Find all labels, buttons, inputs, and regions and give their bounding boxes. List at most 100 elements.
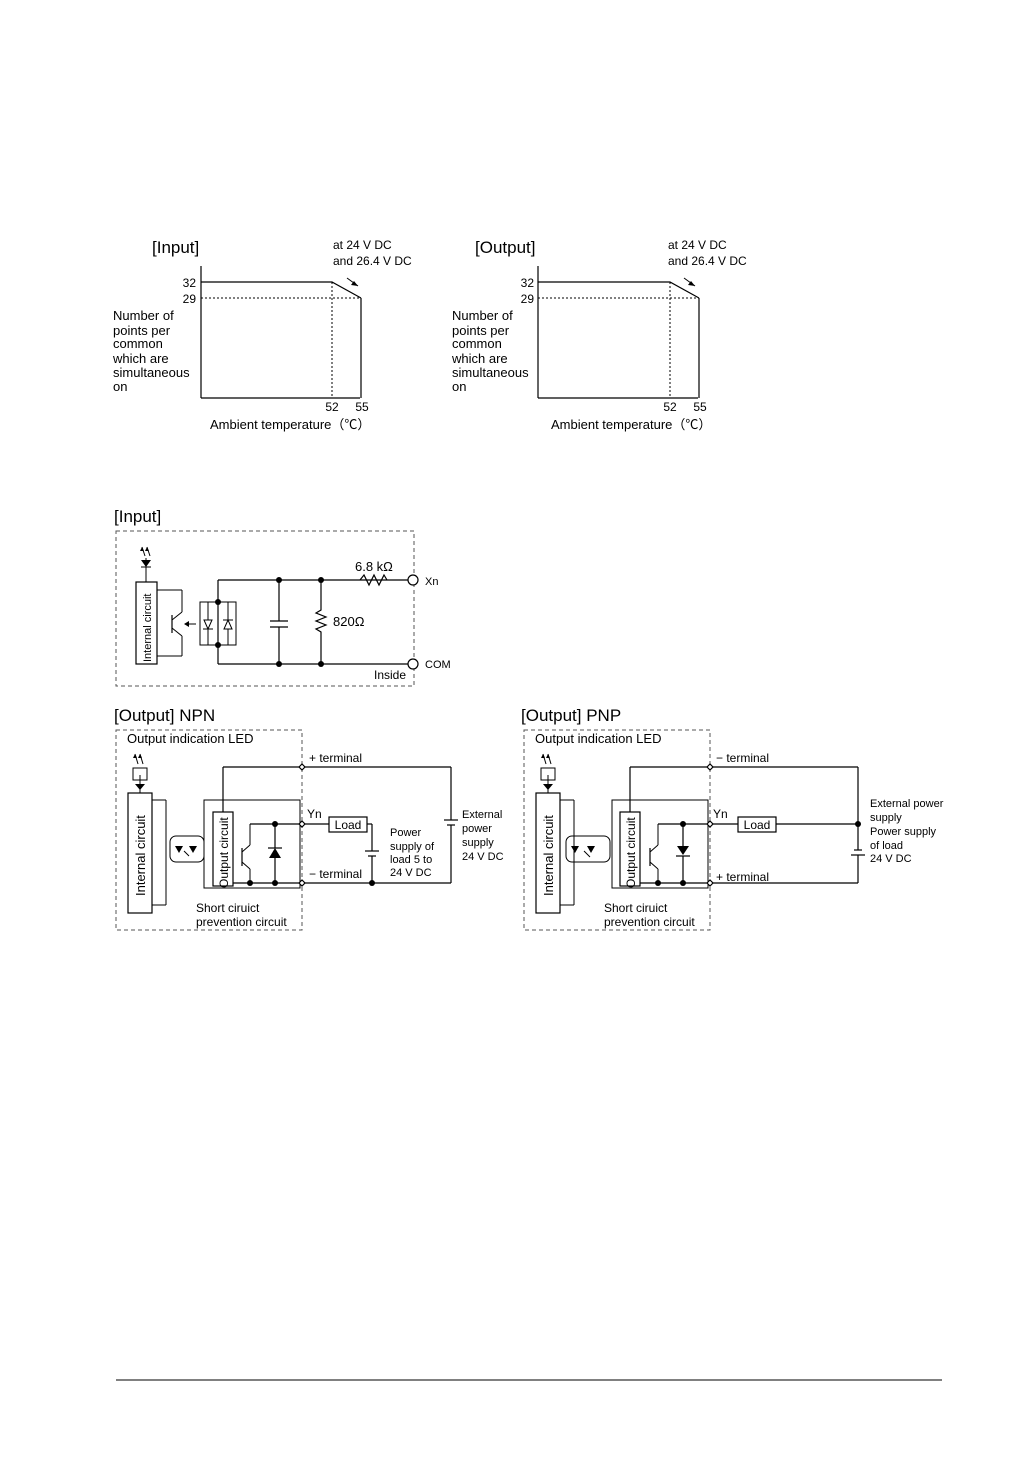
bidirectional-led-icon [199,580,237,664]
resistor-series-icon [359,573,388,587]
y-tick-label: 29 [521,292,535,306]
note-arrow-head [688,281,695,286]
pnp-output-diagram: [Output] PNP Output indication LED Inter… [521,706,944,931]
output-circuit-label: Output circuit [624,817,638,888]
y-label-line: Number of [452,308,513,323]
load-battery-icon [365,824,379,886]
battery-icon [851,767,865,883]
plot-area [538,281,700,398]
ext-supply-line: 24 V DC [462,851,504,863]
junction [215,642,221,648]
short-circuit-line: prevention circuit [196,915,287,929]
internal-circuit-block [127,792,153,914]
output-circuit-frame [611,799,709,889]
chart-note-line: and 26.4 V DC [668,254,747,268]
short-circuit-line: Short ciruict [196,901,260,915]
terminal-xn [407,574,419,586]
internal-circuit-label: Internal circuit [541,815,556,896]
y-axis-label: Number of points per common which are si… [112,308,190,394]
x-tick-label: 52 [663,400,677,414]
y-axis-label: Number of points per common which are si… [451,308,529,394]
y-label-line: common [452,336,502,351]
y-label-line: on [452,379,466,394]
y-tick-label: 29 [183,292,197,306]
derating-chart-output: [Output] at 24 V DC and 26.4 V DC 32 29 … [451,238,747,432]
note-arrow-head [351,281,358,286]
internal-circuit-block [535,792,561,914]
led-label: Output indication LED [535,731,661,746]
circuit-title: [Output] NPN [114,706,215,725]
derating-chart-input: [Input] at 24 V DC and 26.4 V DC 32 29 5… [112,238,412,432]
inside-boundary [523,729,711,931]
load-label: Load [744,818,771,832]
circuit-title: [Input] [114,507,161,526]
x-axis-label: Ambient temperature（℃） [210,417,370,432]
led-icon [540,753,556,793]
inside-boundary [115,530,415,687]
internal-circuit-label: Internal circuit [133,815,148,896]
y-label-line: points per [113,323,171,338]
led-icon [140,546,151,582]
supply-line: supply [870,812,902,824]
chart-note-line: at 24 V DC [668,238,727,252]
plus-terminal-label: + terminal [716,870,769,884]
transistor-icon [241,824,251,883]
external-battery-icon [444,767,458,883]
inside-label: Inside [374,668,406,682]
terminal-com-label: COM [425,659,451,671]
plot-area [201,281,362,398]
y-tick-label: 32 [521,276,535,290]
minus-terminal-label: − terminal [309,867,362,881]
photocoupler-icon [565,835,611,863]
short-circuit-line: prevention circuit [604,915,695,929]
y-label-line: which are [112,351,169,366]
x-axis-label: Ambient temperature（℃） [551,417,711,432]
terminal-minus [706,763,714,771]
output-circuit-label: Output circuit [217,817,231,888]
load-supply-line: 24 V DC [390,867,432,879]
y-label-line: which are [451,351,508,366]
internal-circuit-label: Internal circuit [142,594,154,662]
supply-line: 24 V DC [870,853,912,865]
derating-series-line [201,281,362,299]
resistor-shunt-label: 820Ω [333,614,365,629]
plus-terminal-label: + terminal [309,751,362,765]
junction [215,599,221,605]
load-supply-line: load 5 to [390,854,432,866]
load-label: Load [335,818,362,832]
y-label-line: simultaneous [113,365,190,380]
y-tick-label: 32 [183,276,197,290]
phototransistor-icon [157,589,196,657]
circuit-title: [Output] PNP [521,706,621,725]
terminal-plus [298,763,306,771]
x-tick-label: 55 [355,400,369,414]
derating-series-line [538,281,700,299]
resistor-shunt-icon [314,577,328,667]
y-label-line: simultaneous [452,365,529,380]
resistor-series-label: 6.8 kΩ [355,559,393,574]
minus-terminal-label: − terminal [716,751,769,765]
y-label-line: on [113,379,127,394]
npn-output-diagram: [Output] NPN Output indication LED Inter… [114,706,504,931]
chart-note-line: and 26.4 V DC [333,254,412,268]
ext-supply-line: supply [462,837,494,849]
short-circuit-line: Short ciruict [604,901,668,915]
y-label-line: Number of [113,308,174,323]
x-tick-label: 52 [325,400,339,414]
y-label-line: common [113,336,163,351]
led-icon [132,753,148,793]
photocoupler-icon [169,835,205,863]
input-circuit-diagram: [Input] Internal circuit [114,507,451,687]
inside-boundary [115,729,303,931]
chart-note-line: at 24 V DC [333,238,392,252]
led-label: Output indication LED [127,731,253,746]
zener-diode-icon [247,821,282,886]
transistor-icon [649,824,659,883]
terminal-xn-label: Xn [425,576,438,588]
supply-line: Power supply [870,826,937,838]
capacitor-icon [270,577,288,667]
terminal-com [407,658,419,670]
yn-label: Yn [307,807,322,821]
ext-supply-line: power [462,823,492,835]
